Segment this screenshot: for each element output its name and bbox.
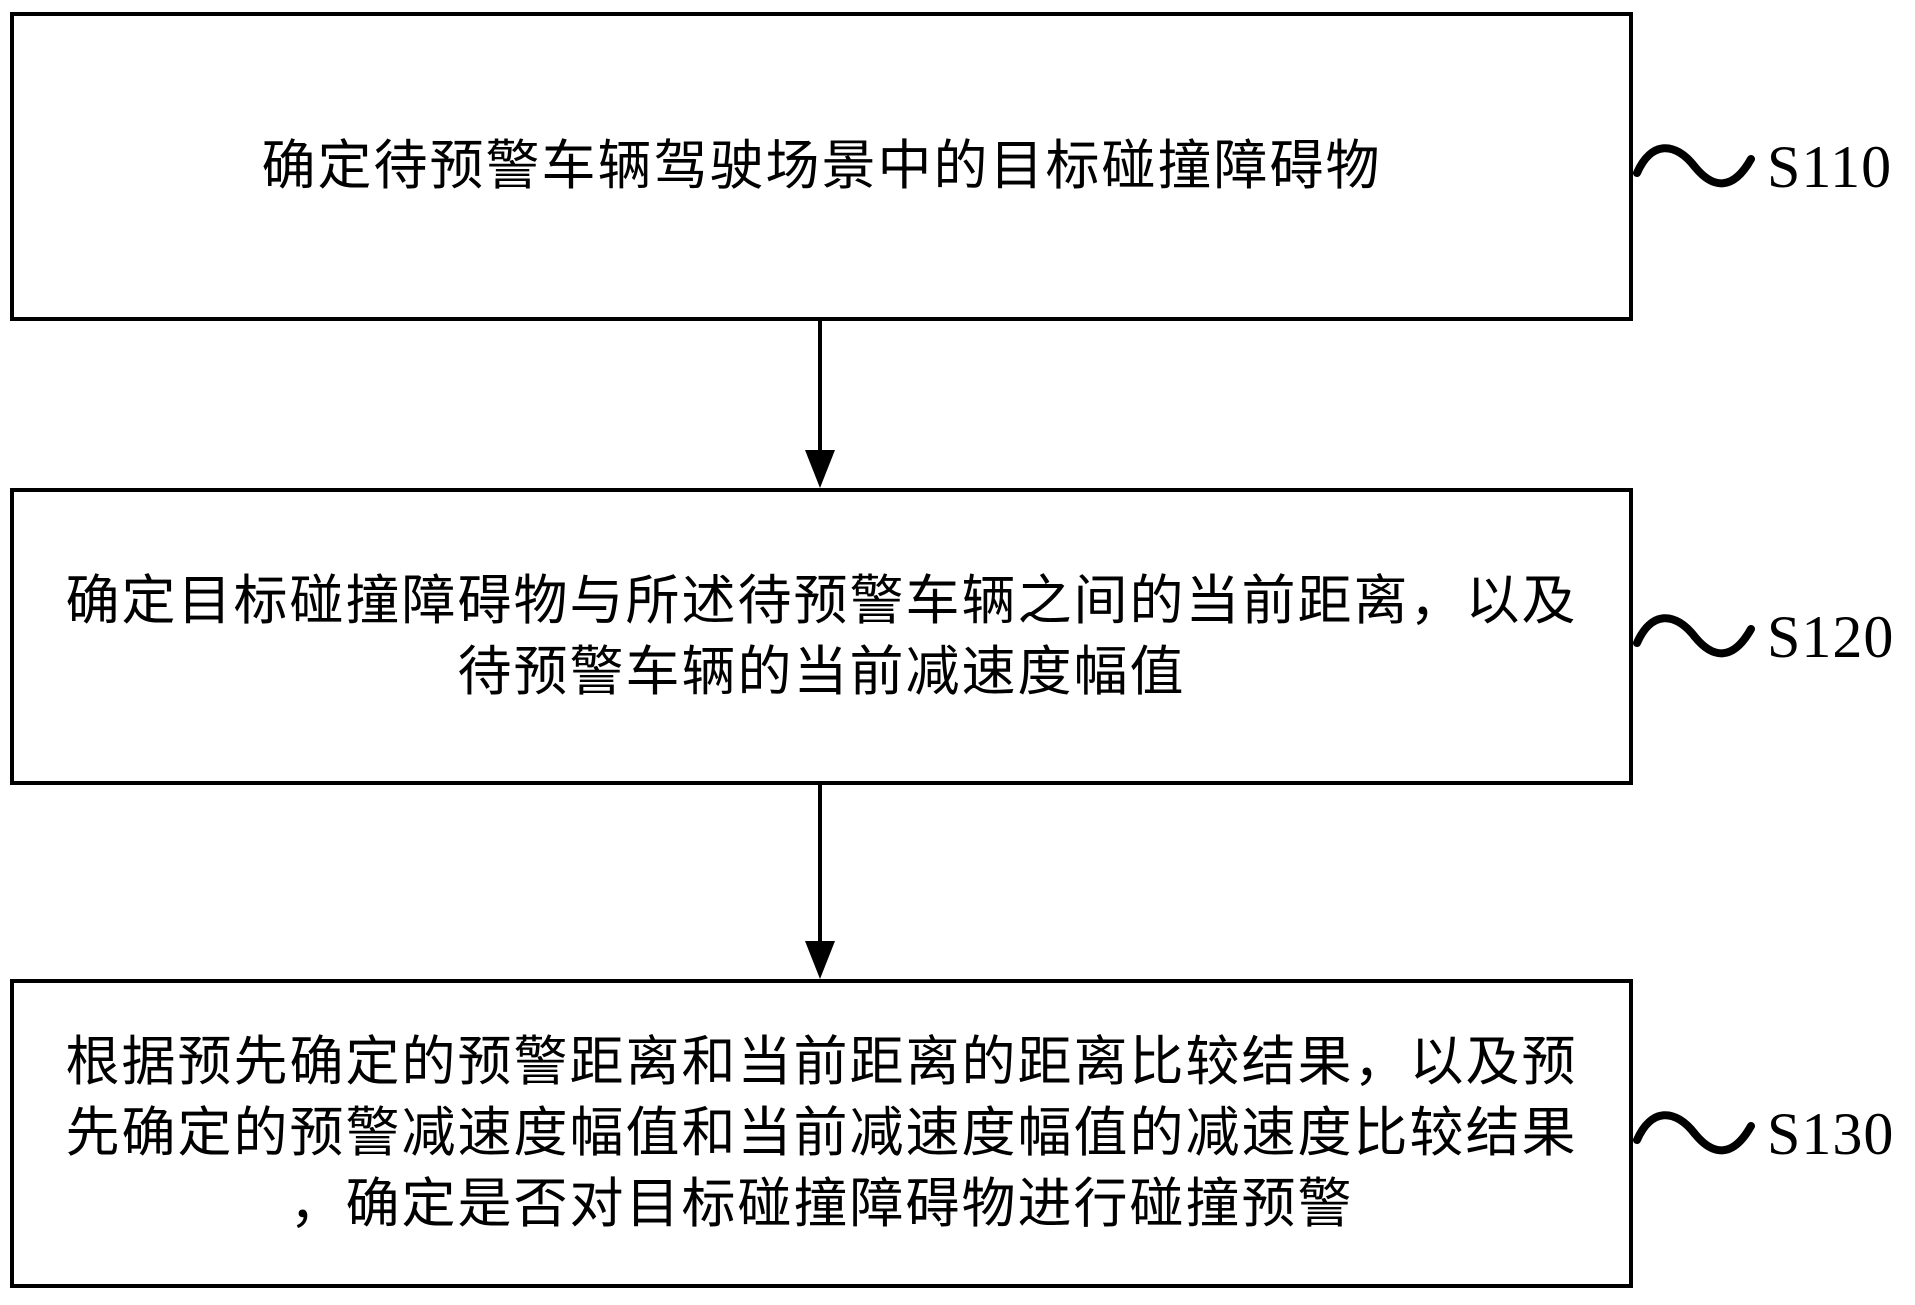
arrow-head-icon (805, 941, 835, 979)
step-label-s120-text: S120 (1767, 603, 1895, 670)
arrow-shaft (818, 785, 822, 941)
tilde-connector-icon (1633, 144, 1755, 188)
step-s130-text-line3: ，确定是否对目标碰撞障碍物进行碰撞预警 (289, 1174, 1354, 1234)
step-label-s120: S120 (1633, 601, 1894, 673)
step-s120-text-line2: 待预警车辆的当前减速度幅值 (457, 641, 1186, 702)
step-box-s130: 根据预先确定的预警距离和当前距离的距离比较结果，以及预 先确定的预警减速度幅值和… (10, 979, 1633, 1288)
tilde-connector-icon (1633, 614, 1755, 658)
tilde-connector-icon (1633, 1111, 1755, 1155)
step-s130-text-line2: 先确定的预警减速度幅值和当前减速度幅值的减速度比较结果 (65, 1103, 1578, 1163)
flow-arrow-1 (804, 321, 836, 488)
step-s110-text: 确定待预警车辆驾驶场景中的目标碰撞障碍物 (261, 136, 1382, 196)
step-label-s110: S110 (1633, 131, 1892, 203)
step-label-s130-text: S130 (1767, 1100, 1895, 1167)
step-box-s110: 确定待预警车辆驾驶场景中的目标碰撞障碍物 (10, 12, 1633, 321)
step-label-s110-text: S110 (1767, 133, 1893, 200)
step-s130-text-line1: 根据预先确定的预警距离和当前距离的距离比较结果，以及预 (65, 1032, 1578, 1092)
flow-arrow-2 (804, 785, 836, 979)
arrow-head-icon (805, 450, 835, 488)
step-label-s130: S130 (1633, 1098, 1894, 1170)
arrow-shaft (818, 321, 822, 450)
step-s120-text-line1: 确定目标碰撞障碍物与所述待预警车辆之间的当前距离，以及 (65, 570, 1578, 631)
step-box-s120: 确定目标碰撞障碍物与所述待预警车辆之间的当前距离，以及 待预警车辆的当前减速度幅… (10, 488, 1633, 785)
